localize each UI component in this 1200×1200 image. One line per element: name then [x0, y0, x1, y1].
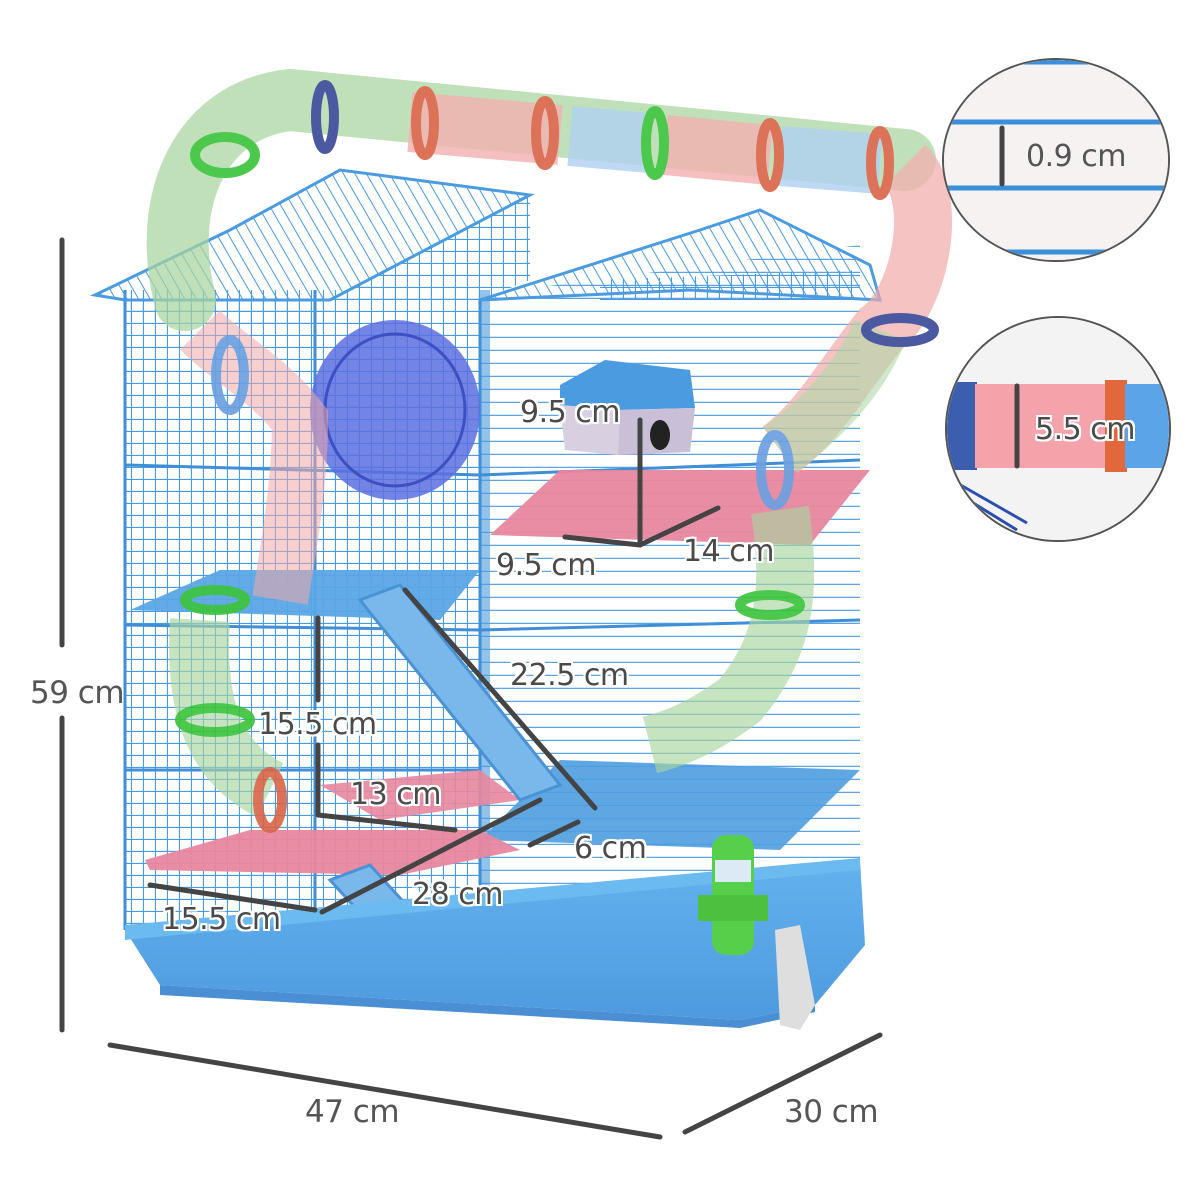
ladder-width-label: 6 cm [574, 831, 647, 866]
wire-spacing-label: 0.9 cm [1026, 139, 1126, 174]
wire-bars-illustration [944, 60, 1168, 260]
lower-platform-side-label: 15.5 cm [162, 902, 281, 937]
depth-label: 30 cm [784, 1094, 879, 1130]
width-label: 47 cm [305, 1094, 400, 1130]
tube-illustration [947, 318, 1169, 540]
dimension-lines [59, 237, 883, 1140]
tube-diameter-label: 5.5 cm [1035, 412, 1135, 447]
height-label: 59 cm [30, 675, 125, 711]
lower-platform-width-label: 28 cm [412, 877, 503, 912]
cage-base-tray [125, 858, 865, 1028]
level-height-label: 15.5 cm [258, 707, 377, 742]
tube-system [146, 68, 952, 833]
house-width-label: 9.5 cm [496, 548, 596, 583]
water-bottle [698, 835, 815, 1030]
ladder-length-label: 22.5 cm [510, 658, 629, 693]
lower-platform-depth-label: 13 cm [350, 777, 441, 812]
wire-spacing-inset: 0.9 cm [942, 58, 1170, 262]
cage-roofs [90, 168, 883, 330]
exercise-wheel [310, 320, 480, 500]
house-height-label: 9.5 cm [520, 395, 620, 430]
house-depth-label: 14 cm [683, 534, 774, 569]
tube-diameter-inset: 5.5 cm [945, 316, 1171, 542]
hideout-house [560, 360, 695, 455]
